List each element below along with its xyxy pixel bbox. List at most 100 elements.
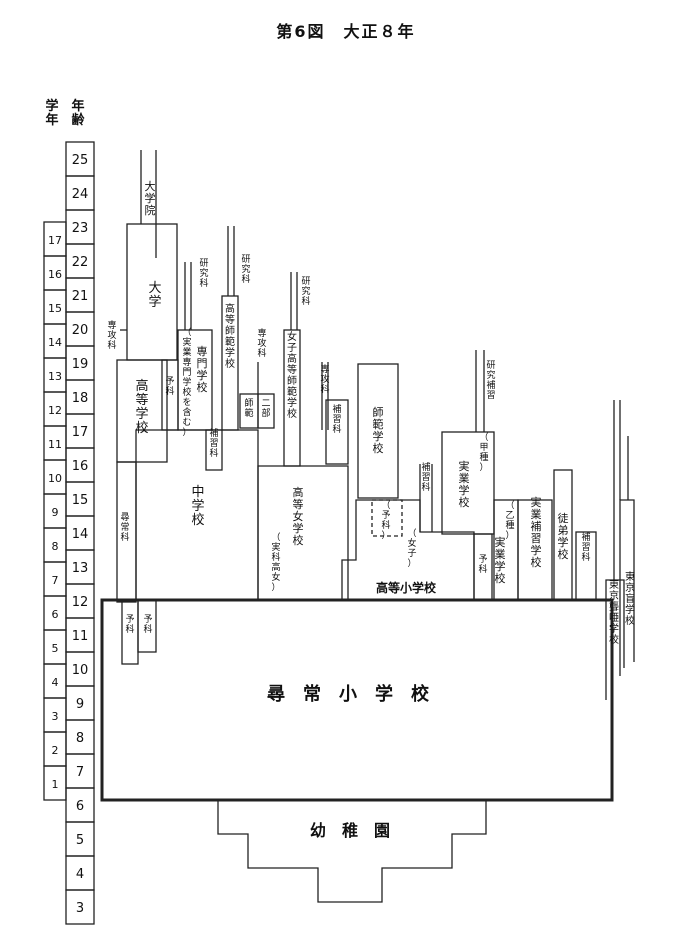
- specialized-school-label: 専門学校: [197, 345, 208, 394]
- yoka-5-label: 予科: [143, 614, 152, 635]
- grade-label: 9: [52, 506, 59, 519]
- jinjoka-label: 尋常科: [120, 512, 129, 543]
- girls-higher-school-block: [257, 465, 349, 600]
- kenkyuka-2-label: 研究科: [241, 254, 250, 285]
- yoka-1-label: 予科: [165, 376, 174, 397]
- yoka-2-label: （予科）: [381, 500, 390, 541]
- jinjoka-block: [116, 461, 137, 603]
- hoshuka-1-label: 補習科: [209, 427, 218, 459]
- hoshuka-3-label: 補習科: [421, 461, 430, 493]
- age-label: 4: [76, 867, 84, 882]
- age-label: 11: [72, 629, 89, 644]
- vocational-b-type-label: （乙種）: [505, 500, 514, 541]
- age-label: 10: [72, 663, 89, 678]
- grade-label: 17: [48, 234, 62, 247]
- nibu-block: [257, 393, 275, 429]
- university-label: 大学: [148, 281, 161, 310]
- grade-label: 10: [48, 472, 62, 485]
- grade-label: 8: [52, 540, 59, 553]
- normal-small-label: 師範: [244, 397, 253, 419]
- normal-school-block: [357, 363, 399, 499]
- grade-cell: [43, 765, 67, 801]
- age-label: 9: [76, 697, 84, 712]
- blind-school-block: [619, 499, 635, 676]
- senkoka-2-label: 専攻科: [257, 327, 266, 359]
- womens-higher-normal-label: 女子高等師範学校: [287, 330, 297, 420]
- hoshuka-2-label: 補習科: [332, 403, 341, 435]
- vocational-a-type-label: （甲種）: [479, 432, 488, 473]
- middle-school-label: 中学校: [191, 485, 204, 528]
- age-label: 25: [72, 153, 89, 168]
- grade-label: 7: [52, 574, 59, 587]
- vocational-a-block: [441, 431, 495, 535]
- vocational-supp-label: 実業補習学校: [531, 495, 542, 569]
- deaf-school-block: [605, 579, 625, 700]
- specialized-note-label: （実業専門学校を含む）: [182, 327, 191, 438]
- grade-label: 3: [52, 710, 59, 723]
- age-label: 21: [72, 289, 89, 304]
- age-label: 18: [72, 391, 89, 406]
- higher-normal-label: 高等師範学校: [225, 302, 235, 370]
- age-label: 6: [76, 799, 84, 814]
- grade-label: 14: [48, 336, 62, 349]
- higher-school-block: [116, 359, 168, 463]
- girls-higher-note-label: （実科高女）: [271, 532, 280, 593]
- joshi-label: （女子）: [407, 528, 416, 569]
- grade-label: 15: [48, 302, 62, 315]
- elementary-school-block: [100, 598, 614, 802]
- grade-label: 16: [48, 268, 62, 281]
- age-label: 22: [72, 255, 89, 270]
- kenkyu-hoshu-label: 研究補習: [486, 360, 495, 401]
- grade-label: 1: [52, 778, 59, 791]
- higher-elementary-block: [341, 499, 475, 600]
- grade-label: 5: [52, 642, 59, 655]
- apprentice-label: 徒弟学校: [558, 511, 569, 561]
- grade-label: 4: [52, 676, 59, 689]
- age-label: 19: [72, 357, 89, 372]
- age-label: 14: [72, 527, 89, 542]
- graduate-school-label: 大学院: [145, 179, 156, 217]
- elementary-school-label: 尋 常 小 学 校: [267, 683, 430, 705]
- hoshuka-4-label: 補習科: [581, 531, 590, 563]
- grade-label: 11: [48, 438, 62, 451]
- age-label: 5: [76, 833, 84, 848]
- grade-label: 2: [52, 744, 59, 757]
- vocational-b-label: 実業学校: [495, 535, 506, 585]
- age-cell: [65, 889, 95, 925]
- school-year-header: 学年: [45, 99, 59, 128]
- deaf-label: 東京聾唖学校: [609, 578, 619, 646]
- senkoka-1-label: 専攻科: [107, 319, 116, 351]
- hoshuka-block: [325, 399, 349, 465]
- girls-higher-label: 高等女学校: [293, 485, 304, 547]
- age-header: 年齢: [71, 99, 85, 128]
- age-label: 3: [76, 901, 84, 916]
- age-label: 20: [72, 323, 89, 338]
- kindergarten-label: 幼 稚 園: [310, 821, 390, 840]
- age-label: 23: [72, 221, 89, 236]
- grade-label: 13: [48, 370, 62, 383]
- grade-label: 6: [52, 608, 59, 621]
- kenkyuka-1-label: 研究科: [199, 258, 208, 289]
- age-label: 12: [72, 595, 89, 610]
- blind-label: 東京盲学校: [625, 570, 635, 627]
- age-label: 16: [72, 459, 89, 474]
- diagram-title: 第6図 大正８年: [276, 22, 416, 41]
- normal-school-label: 師範学校: [373, 406, 384, 455]
- age-label: 8: [76, 731, 84, 746]
- yoka-4-label: 予科: [125, 614, 134, 635]
- vocational-a-label: 実業学校: [459, 459, 470, 509]
- age-label: 15: [72, 493, 89, 508]
- age-label: 7: [76, 765, 84, 780]
- senkoka-3-label: 専攻科: [320, 363, 329, 395]
- higher-school-label: 高等学校: [135, 378, 148, 436]
- age-label: 17: [72, 425, 89, 440]
- grade-label: 12: [48, 404, 62, 417]
- age-label: 13: [72, 561, 89, 576]
- kenkyuka-3-label: 研究科: [301, 276, 310, 307]
- nibu-label: 二部: [261, 399, 270, 419]
- age-label: 24: [72, 187, 89, 202]
- kindergarten-block: [217, 800, 487, 903]
- yoka-3-label: 予科: [478, 554, 487, 575]
